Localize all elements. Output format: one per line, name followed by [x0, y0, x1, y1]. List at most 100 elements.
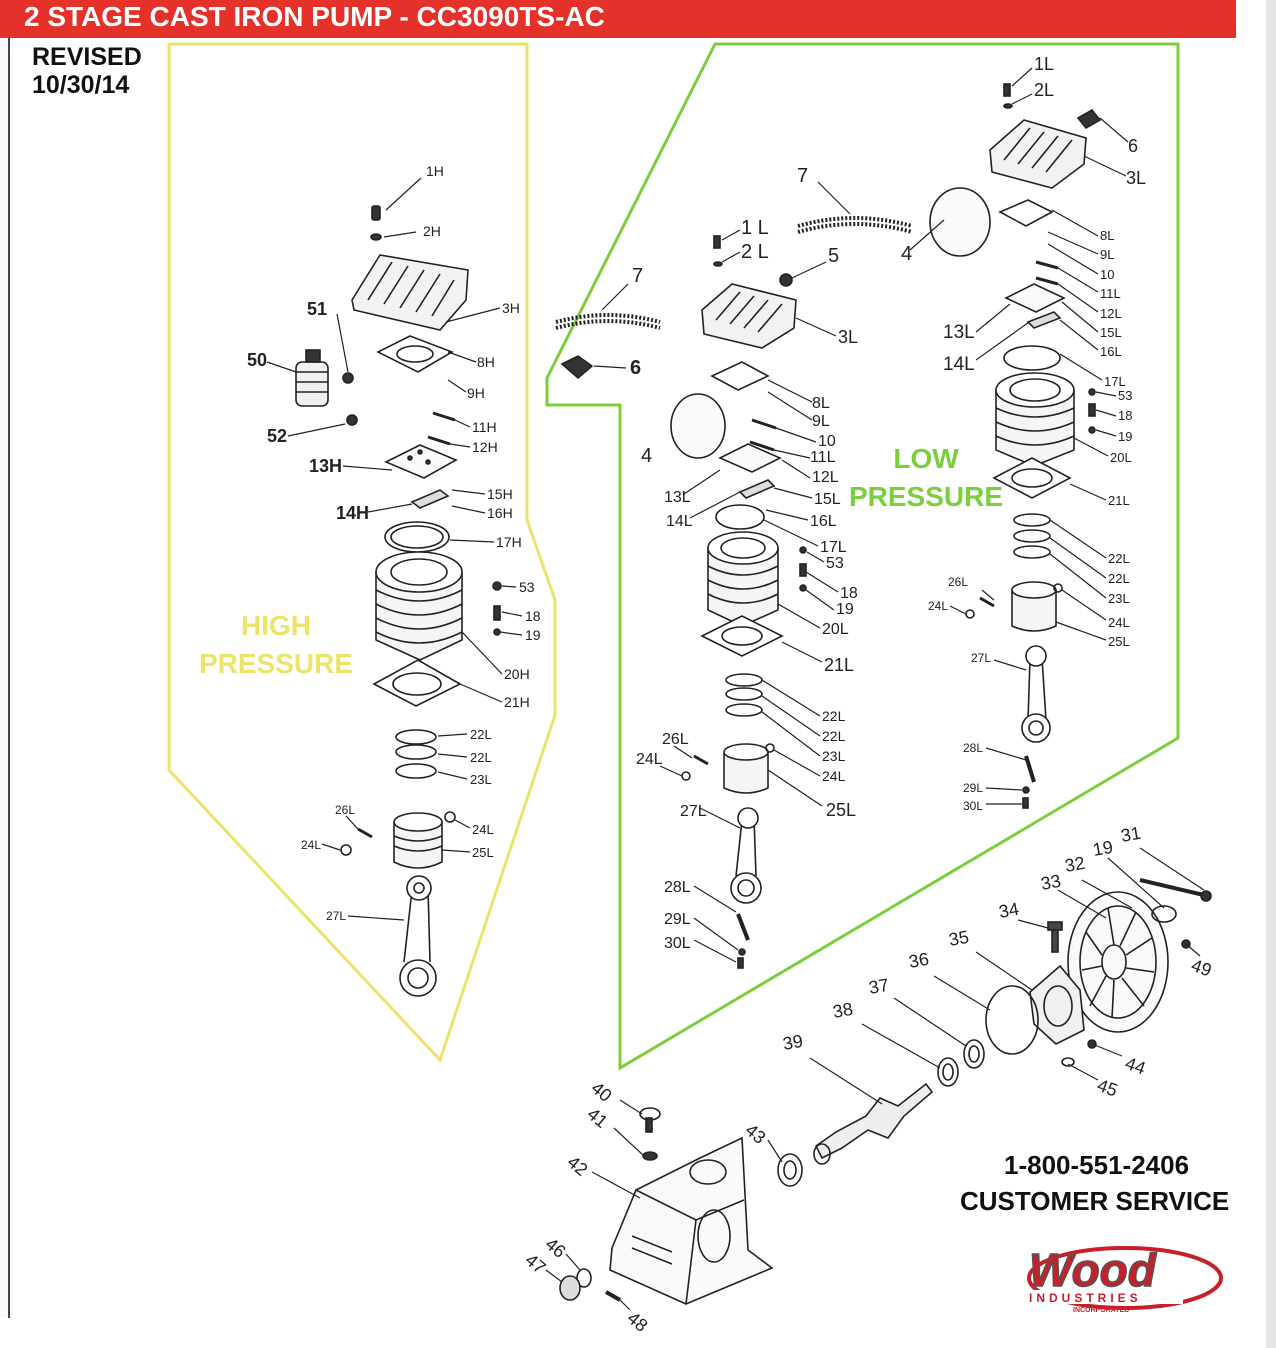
callout-lowB-11: 13L [943, 322, 975, 343]
callout-lowA-6: 8L [812, 395, 830, 412]
callout-high-24: 24L [301, 838, 321, 852]
callout-lowB-26: 24L [1108, 615, 1130, 630]
callout-lowA-4: 5 [828, 245, 839, 267]
callout-lowB-29: 28L [963, 741, 983, 755]
callout-base-13: 40 [587, 1078, 615, 1106]
callout-lowB-5: 4 [901, 243, 912, 265]
callout-lowB-7: 9L [1100, 247, 1114, 262]
callout-lowA-30: 28L [664, 879, 691, 896]
wood-industries-logo: Wood INDUSTRIES INCORPORATED [1023, 1243, 1223, 1314]
callout-lowA-21: 21L [824, 655, 854, 675]
callout-high-20: 22L [470, 727, 492, 742]
low-leader-lines-a [593, 229, 839, 963]
callout-lowB-23: 23L [1108, 591, 1130, 606]
callout-lowB-15: 17L [1104, 374, 1126, 389]
callout-high-3: 51 [307, 299, 327, 319]
callout-lowA-10: 11L [810, 449, 836, 466]
callout-base-9: 44 [1123, 1053, 1149, 1079]
customer-service-label: CUSTOMER SERVICE [960, 1186, 1230, 1216]
callout-lowA-3: 2 L [741, 241, 769, 263]
callout-high-6: 9H [467, 385, 485, 401]
high-pressure-label-1: HIGH [241, 610, 311, 641]
low-pressure-parts-b [797, 83, 1102, 809]
callout-base-5: 49 [1189, 955, 1215, 981]
callout-base-12: 39 [781, 1031, 804, 1054]
high-pressure-label-2: PRESSURE [199, 648, 353, 679]
callout-base-10: 38 [831, 999, 854, 1022]
low-pressure-parts-a [555, 235, 807, 969]
title-bar: 2 STAGE CAST IRON PUMP - CC3090TS-AC [0, 0, 1236, 38]
callout-high-25: 24L [472, 822, 494, 837]
callout-base-19: 48 [623, 1308, 651, 1336]
callout-lowA-15: 16L [810, 513, 837, 530]
callout-lowA-31: 29L [664, 911, 691, 928]
callout-base-2: 32 [1063, 853, 1086, 876]
callout-lowB-3: 3L [1126, 168, 1146, 188]
callout-lowB-20: 21L [1108, 493, 1130, 508]
callout-lowA-18: 18 [840, 585, 858, 602]
callout-high-9: 12H [472, 439, 498, 455]
callout-lowA-19: 19 [836, 601, 854, 618]
callout-base-1: 19 [1091, 837, 1114, 860]
callout-lowA-0: 7 [632, 265, 643, 287]
callout-lowB-4: 7 [797, 165, 808, 187]
callout-base-17: 46 [541, 1234, 569, 1262]
callout-lowB-19: 20L [1110, 450, 1132, 465]
low-leader-lines-b [817, 67, 1129, 805]
callout-lowB-10: 12L [1100, 306, 1122, 321]
callout-base-15: 43 [741, 1120, 769, 1148]
high-leader-lines [266, 177, 523, 921]
callout-high-13: 16H [487, 505, 513, 521]
callout-lowA-29: 27L [680, 803, 707, 820]
callout-high-17: 19 [525, 627, 541, 643]
callout-lowB-6: 8L [1100, 228, 1114, 243]
callout-lowA-2: 1 L [741, 217, 769, 239]
callout-lowA-11: 12L [812, 469, 839, 486]
callout-base-4: 34 [997, 899, 1020, 922]
callout-lowA-14: 14L [666, 513, 693, 530]
low-callouts-a: 7 6 1 L 2 L 5 3L 8L 9L 4 10 11L 12L 13L … [630, 217, 858, 952]
callout-lowA-13: 15L [814, 491, 841, 508]
callout-lowA-12: 13L [664, 489, 691, 506]
callout-lowA-7: 9L [812, 413, 830, 430]
callout-lowB-0: 1L [1034, 54, 1054, 74]
callout-lowB-8: 10 [1100, 267, 1114, 282]
callout-high-23: 26L [335, 803, 355, 817]
callout-lowB-16: 53 [1118, 388, 1132, 403]
callout-lowB-9: 11L [1100, 286, 1121, 301]
low-pressure-zone [545, 42, 1180, 1071]
callout-lowB-13: 14L [943, 354, 975, 375]
callout-lowA-27: 24L [636, 751, 663, 768]
low-pressure-label-1: LOW [893, 443, 959, 474]
callout-high-21: 22L [470, 750, 492, 765]
revision-label: REVISED [32, 43, 142, 71]
callout-high-11: 15H [487, 486, 513, 502]
callout-high-8: 11H [472, 419, 497, 435]
callout-high-18: 20H [504, 666, 530, 682]
callout-lowB-18: 19 [1118, 429, 1132, 444]
callout-high-7: 52 [267, 426, 287, 446]
callout-high-0: 1H [426, 163, 444, 179]
callout-base-6: 35 [947, 927, 970, 950]
callout-lowA-8: 4 [641, 445, 652, 467]
callout-lowB-31: 30L [963, 799, 983, 813]
customer-service-phone: 1-800-551-2406 [1004, 1150, 1190, 1180]
logo-subtext-2: INCORPORATED [1073, 1307, 1129, 1314]
right-scroll-edge [1266, 0, 1276, 1348]
callout-lowA-25: 24L [822, 768, 846, 784]
callout-high-14: 17H [496, 534, 522, 550]
callout-lowB-2: 6 [1128, 136, 1138, 156]
callout-high-27: 27L [326, 909, 346, 923]
callout-lowA-24: 23L [822, 748, 846, 764]
callout-lowB-1: 2L [1034, 80, 1054, 100]
callout-lowB-25: 24L [928, 599, 948, 613]
high-pressure-zone [167, 42, 557, 1063]
callout-base-7: 36 [907, 949, 930, 972]
callout-lowA-20: 20L [822, 621, 849, 638]
revision-value: 10/30/14 [32, 70, 130, 99]
callout-base-14: 41 [583, 1104, 611, 1132]
callout-base-8: 37 [867, 975, 890, 998]
callout-lowB-24: 26L [948, 575, 968, 589]
revision-date: REVISED 10/30/14 [32, 43, 142, 99]
